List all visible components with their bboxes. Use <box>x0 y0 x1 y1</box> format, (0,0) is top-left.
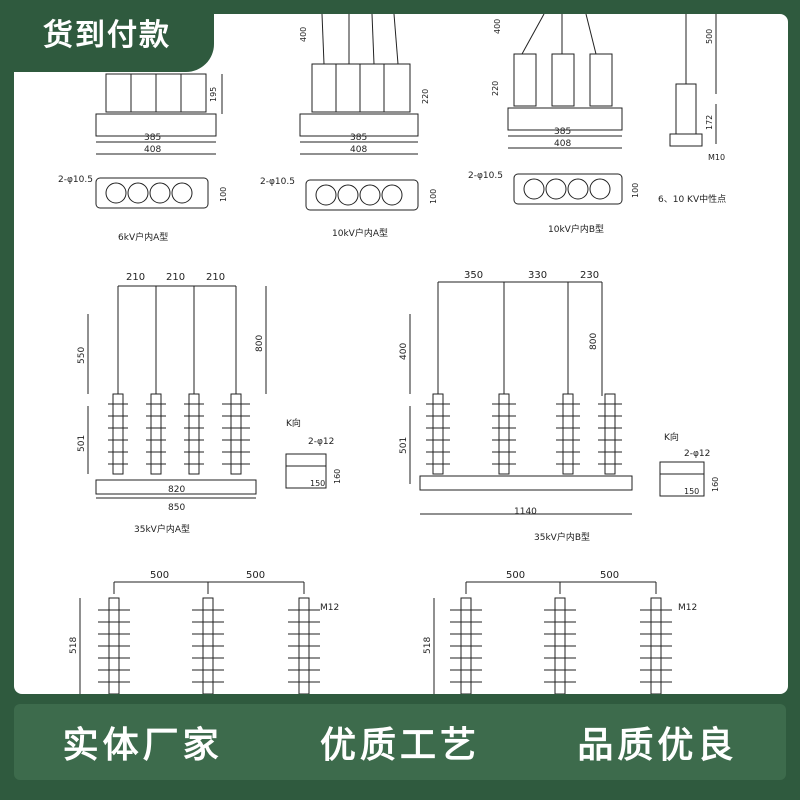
drawing-canvas: 195 385 408 2-φ10.5 100 6kV户内A型 400 220 … <box>58 14 726 694</box>
bl-span-1: 500 <box>150 570 169 581</box>
diagram-bottom-right: 500 500 518 M12 <box>423 570 697 694</box>
ml-h-bottom: 501 <box>77 435 87 452</box>
diagram-neutral: 500 172 M10 6、10 KV中性点 <box>658 14 726 205</box>
d3-width-inner: 385 <box>554 127 571 137</box>
d4-caption: 6、10 KV中性点 <box>658 193 726 205</box>
d4-top: 500 <box>705 29 714 44</box>
d2-height: 100 <box>429 189 438 204</box>
slogan-2: 优质工艺 <box>319 725 480 766</box>
d2-hole: 2-φ10.5 <box>260 177 295 187</box>
d3-hole: 2-φ10.5 <box>468 171 503 181</box>
ml-span-1: 210 <box>126 272 145 283</box>
mr-span-2: 330 <box>528 270 547 281</box>
diagram-35kv-a: 210 210 210 550 501 800 <box>77 272 342 535</box>
slogan-1: 实体厂家 <box>62 725 223 766</box>
ml-caption: 35kV户内A型 <box>134 523 190 535</box>
br-bolt: M12 <box>678 603 697 613</box>
d2-caption: 10kV户内A型 <box>332 227 388 239</box>
mr-span-1: 350 <box>464 270 483 281</box>
mr-dim-b: 160 <box>711 477 720 492</box>
mr-dim-a: 150 <box>684 487 699 496</box>
d3-side: 220 <box>491 81 500 96</box>
mr-h-right: 800 <box>589 333 599 350</box>
d2-width-outer: 408 <box>350 145 367 155</box>
ml-view: K向 <box>286 417 301 429</box>
d3-caption: 10kV户内B型 <box>548 223 604 235</box>
diagram-35kv-b: 350 330 230 400 501 800 <box>399 270 720 543</box>
br-height: 518 <box>423 637 433 654</box>
d1-height: 100 <box>219 187 228 202</box>
d3-height: 100 <box>631 183 640 198</box>
bottom-banner: 实体厂家 优质工艺 品质优良 <box>0 694 800 800</box>
bl-bolt: M12 <box>320 603 339 613</box>
mr-h-top: 400 <box>399 343 409 360</box>
bl-span-2: 500 <box>246 570 265 581</box>
d1-side: 195 <box>209 87 218 102</box>
d1-caption: 6kV户内A型 <box>118 231 168 243</box>
d4-side: 172 <box>705 115 714 130</box>
d2-top: 400 <box>299 27 308 42</box>
ml-base-inner: 820 <box>168 485 185 495</box>
d1-width-outer: 408 <box>144 145 161 155</box>
ml-h-right: 800 <box>255 335 265 352</box>
ml-span-3: 210 <box>206 272 225 283</box>
badge-cash-on-delivery: 货到付款 <box>0 0 214 72</box>
br-span-2: 500 <box>600 570 619 581</box>
d1-hole: 2-φ10.5 <box>58 175 93 185</box>
d3-width-outer: 408 <box>554 139 571 149</box>
mr-caption: 35kV户内B型 <box>534 531 590 543</box>
mr-span-3: 230 <box>580 270 599 281</box>
d3-top: 400 <box>493 19 502 34</box>
ml-base-outer: 850 <box>168 503 185 513</box>
ml-hole: 2-φ12 <box>308 437 334 447</box>
ml-span-2: 210 <box>166 272 185 283</box>
ml-dim-b: 160 <box>333 469 342 484</box>
bl-height: 518 <box>69 637 79 654</box>
d2-width-inner: 385 <box>350 133 367 143</box>
slogan-3: 品质优良 <box>577 725 738 766</box>
ml-h-top: 550 <box>77 347 87 364</box>
slogan-strip: 实体厂家 优质工艺 品质优良 <box>14 704 786 780</box>
d1-width-inner: 385 <box>144 133 161 143</box>
d2-side: 220 <box>421 89 430 104</box>
diagram-6kv-a: 195 385 408 2-φ10.5 100 6kV户内A型 <box>58 73 228 243</box>
diagram-bottom-left: 500 500 518 M12 <box>69 570 339 694</box>
diagram-10kv-b: 400 220 385 408 2-φ10.5 100 10kV户内B型 <box>468 14 640 235</box>
ml-dim-a: 150 <box>310 479 325 488</box>
mr-base: 1140 <box>514 507 537 517</box>
diagram-10kv-a: 400 220 385 408 2-φ10.5 100 10kV户内A型 <box>260 14 438 239</box>
technical-drawing: 195 385 408 2-φ10.5 100 6kV户内A型 400 220 … <box>14 14 788 694</box>
mr-view: K向 <box>664 431 679 443</box>
mr-h-bottom: 501 <box>399 437 409 454</box>
d4-bolt: M10 <box>708 153 725 162</box>
br-span-1: 500 <box>506 570 525 581</box>
mr-hole: 2-φ12 <box>684 449 710 459</box>
